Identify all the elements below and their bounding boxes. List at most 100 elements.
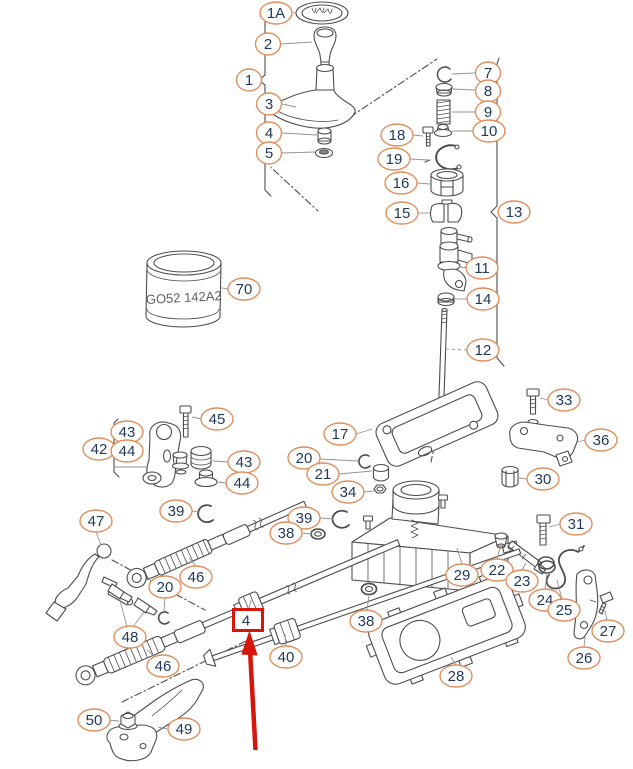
part-label-26[interactable]: 26 — [567, 646, 601, 670]
part-art-lever-49 — [106, 678, 204, 762]
part-label-11[interactable]: 11 — [465, 256, 499, 280]
highlight-arrow-head — [241, 630, 258, 656]
part-label-31[interactable]: 31 — [559, 512, 593, 536]
leader-line — [281, 151, 316, 154]
part-label-44[interactable]: 44 — [110, 439, 144, 463]
leader-line — [583, 636, 586, 648]
part-label-22[interactable]: 22 — [480, 558, 514, 582]
part-art-clip-7 — [436, 66, 452, 83]
part-label-number: 28 — [448, 668, 465, 685]
part-label-70[interactable]: 70 — [227, 277, 261, 301]
part-label-17[interactable]: 17 — [323, 422, 357, 446]
part-label-46[interactable]: 46 — [179, 565, 213, 589]
part-label-number: 40 — [278, 649, 295, 666]
part-label-45[interactable]: 45 — [200, 407, 234, 431]
part-label-36[interactable]: 36 — [584, 428, 618, 452]
leader-line — [319, 458, 359, 462]
part-label-46[interactable]: 46 — [146, 654, 180, 678]
part-label-1[interactable]: 1 — [235, 68, 263, 92]
highlight-annotation: 4 — [232, 608, 264, 751]
part-label-bubble — [445, 563, 479, 587]
part-label-bubble — [547, 388, 581, 412]
part-label-33[interactable]: 33 — [547, 388, 581, 412]
part-label-number: 21 — [315, 466, 332, 483]
part-label-30[interactable]: 30 — [526, 467, 560, 491]
part-label-43[interactable]: 43 — [110, 420, 144, 444]
part-label-27[interactable]: 27 — [591, 619, 625, 643]
part-label-47[interactable]: 47 — [79, 509, 113, 533]
leader-line — [132, 611, 145, 628]
sleeve-70-text: GO52 142A2 — [145, 288, 222, 307]
part-label-bubble — [466, 287, 500, 311]
part-label-48[interactable]: 48 — [113, 625, 147, 649]
part-art-bushing-30 — [501, 465, 519, 488]
highlight-number: 4 — [242, 613, 250, 630]
part-label-44[interactable]: 44 — [225, 471, 259, 495]
part-label-13[interactable]: 13 — [497, 200, 531, 224]
part-label-19[interactable]: 19 — [377, 147, 411, 171]
leader-line — [450, 656, 457, 666]
part-label-5[interactable]: 5 — [255, 141, 283, 165]
part-label-number: 46 — [188, 569, 205, 586]
part-label-3[interactable]: 3 — [255, 92, 283, 116]
part-label-bubble — [287, 446, 321, 470]
part-label-28[interactable]: 28 — [439, 664, 473, 688]
part-label-1A[interactable]: 1A — [259, 1, 293, 25]
part-label-bubble — [113, 625, 147, 649]
leader-line — [95, 531, 102, 546]
part-label-10[interactable]: 10 — [472, 119, 506, 143]
part-label-number: 25 — [556, 602, 573, 619]
part-label-bubble — [591, 619, 625, 643]
part-label-bubble — [146, 654, 180, 678]
part-label-4[interactable]: 4 — [255, 121, 283, 145]
part-label-20[interactable]: 20 — [148, 575, 182, 599]
part-art-bracket-26 — [573, 569, 599, 640]
part-label-15[interactable]: 15 — [385, 201, 419, 225]
part-label-bubble — [77, 708, 111, 732]
part-art-oring-38 — [360, 582, 378, 596]
leader-line — [355, 428, 373, 435]
part-label-39[interactable]: 39 — [159, 499, 193, 523]
part-art-clip-39-left — [197, 504, 214, 523]
part-label-bubble — [259, 1, 293, 25]
part-label-25[interactable]: 25 — [547, 598, 581, 622]
part-label-38[interactable]: 38 — [269, 521, 303, 545]
part-label-20[interactable]: 20 — [287, 446, 321, 470]
part-label-43[interactable]: 43 — [227, 450, 261, 474]
part-label-12[interactable]: 12 — [466, 338, 500, 362]
part-label-49[interactable]: 49 — [167, 717, 201, 741]
part-label-7[interactable]: 7 — [474, 61, 502, 85]
highlighted-part-label-4[interactable]: 4 — [232, 608, 264, 751]
part-label-40[interactable]: 40 — [269, 645, 303, 669]
part-label-bubble — [380, 123, 414, 147]
part-label-50[interactable]: 50 — [77, 708, 111, 732]
part-label-18[interactable]: 18 — [380, 123, 414, 147]
part-art-cable-46-lower — [75, 539, 401, 686]
part-art-clip-39 — [331, 509, 350, 529]
part-label-bubble — [225, 471, 259, 495]
part-art-lever-47 — [45, 543, 134, 622]
part-label-21[interactable]: 21 — [306, 462, 340, 486]
part-label-number: 70 — [236, 281, 253, 298]
part-label-38[interactable]: 38 — [349, 609, 383, 633]
part-art-pins-48 — [107, 583, 158, 616]
part-label-39[interactable]: 39 — [287, 506, 321, 530]
part-label-bubble — [480, 558, 514, 582]
part-label-16[interactable]: 16 — [384, 171, 418, 195]
leader-line — [281, 132, 318, 136]
part-label-number: 43 — [119, 424, 136, 441]
part-label-number: 2 — [264, 36, 272, 53]
part-art-spring-9 — [436, 99, 451, 125]
part-label-14[interactable]: 14 — [466, 287, 500, 311]
part-label-bubble — [584, 428, 618, 452]
part-label-8[interactable]: 8 — [474, 79, 502, 103]
part-label-number: 4 — [265, 125, 273, 142]
part-label-34[interactable]: 34 — [331, 480, 365, 504]
part-label-42[interactable]: 42 — [82, 437, 116, 461]
part-label-23[interactable]: 23 — [505, 569, 539, 593]
part-label-bubble — [505, 569, 539, 593]
part-label-2[interactable]: 2 — [254, 32, 282, 56]
part-art-nut-50 — [118, 711, 138, 731]
part-label-number: 10 — [481, 123, 498, 140]
part-label-29[interactable]: 29 — [445, 563, 479, 587]
